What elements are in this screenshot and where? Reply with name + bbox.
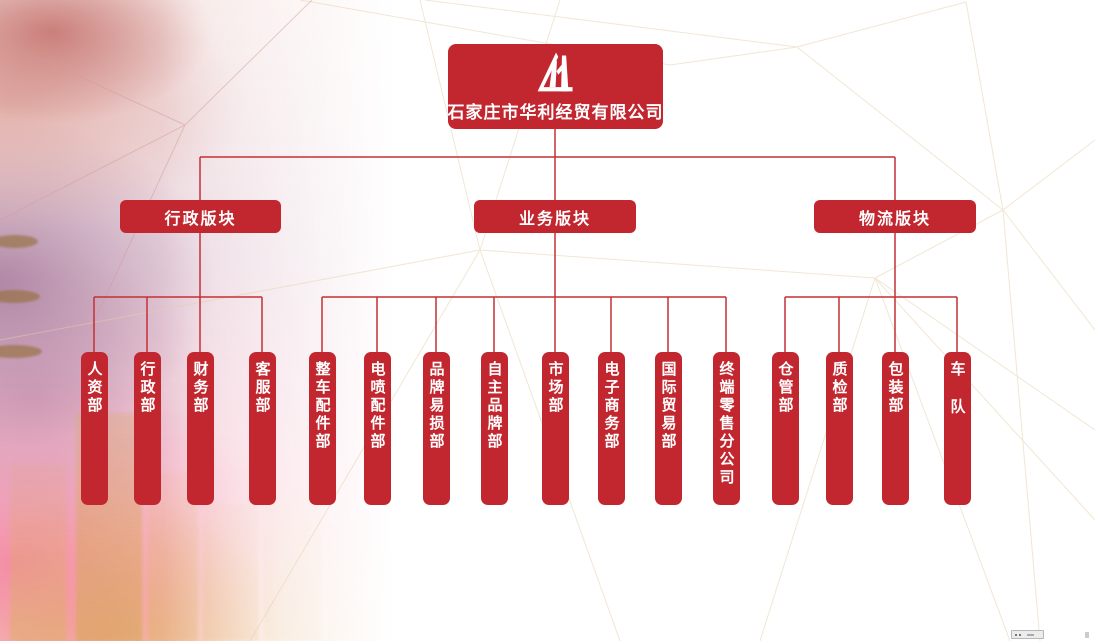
department-node: 行政部 (133, 352, 161, 505)
department-label: 国际贸易部 (659, 361, 677, 451)
company-root-node: 石家庄市华利经贸有限公司 (448, 44, 663, 129)
ui-fragment-scrollbar[interactable] (1011, 630, 1044, 639)
department-label: 自主品牌部 (485, 361, 503, 451)
department-node: 车队 (943, 352, 971, 505)
department-label: 客服部 (253, 361, 271, 415)
department-label: 质检部 (830, 361, 848, 415)
department-label: 电喷配件部 (368, 361, 386, 451)
department-node: 电喷配件部 (363, 352, 391, 505)
department-label: 电子商务部 (602, 361, 620, 451)
department-label: 行政部 (138, 361, 156, 415)
department-node: 质检部 (825, 352, 853, 505)
department-node: 电子商务部 (597, 352, 625, 505)
department-node: 品牌易损部 (422, 352, 450, 505)
department-label: 终端零售分公司 (717, 361, 735, 487)
department-label: 市场部 (546, 361, 564, 415)
department-label: 包装部 (886, 361, 904, 415)
department-node: 终端零售分公司 (712, 352, 740, 505)
company-logo-icon (537, 52, 573, 92)
department-node: 整车配件部 (308, 352, 336, 505)
division-label: 行政版块 (164, 210, 237, 228)
department-label: 人资部 (85, 361, 103, 415)
department-label: 车队 (948, 361, 966, 436)
division-node-admin: 行政版块 (120, 200, 281, 233)
background-photo (0, 0, 430, 641)
department-node: 国际贸易部 (654, 352, 682, 505)
department-label: 财务部 (191, 361, 209, 415)
division-node-business: 业务版块 (474, 200, 636, 233)
department-label: 整车配件部 (313, 361, 331, 451)
department-node: 仓管部 (771, 352, 799, 505)
department-node: 客服部 (248, 352, 276, 505)
department-node: 包装部 (881, 352, 909, 505)
department-node: 市场部 (541, 352, 569, 505)
department-label: 品牌易损部 (427, 361, 445, 451)
department-label: 仓管部 (776, 361, 794, 415)
department-node: 人资部 (80, 352, 108, 505)
company-name-label: 石家庄市华利经贸有限公司 (447, 103, 664, 122)
department-node: 财务部 (186, 352, 214, 505)
division-label: 业务版块 (518, 210, 591, 228)
division-label: 物流版块 (858, 210, 931, 228)
division-node-logistics: 物流版块 (814, 200, 976, 233)
department-node: 自主品牌部 (480, 352, 508, 505)
ui-fragment-tick (1085, 632, 1089, 638)
